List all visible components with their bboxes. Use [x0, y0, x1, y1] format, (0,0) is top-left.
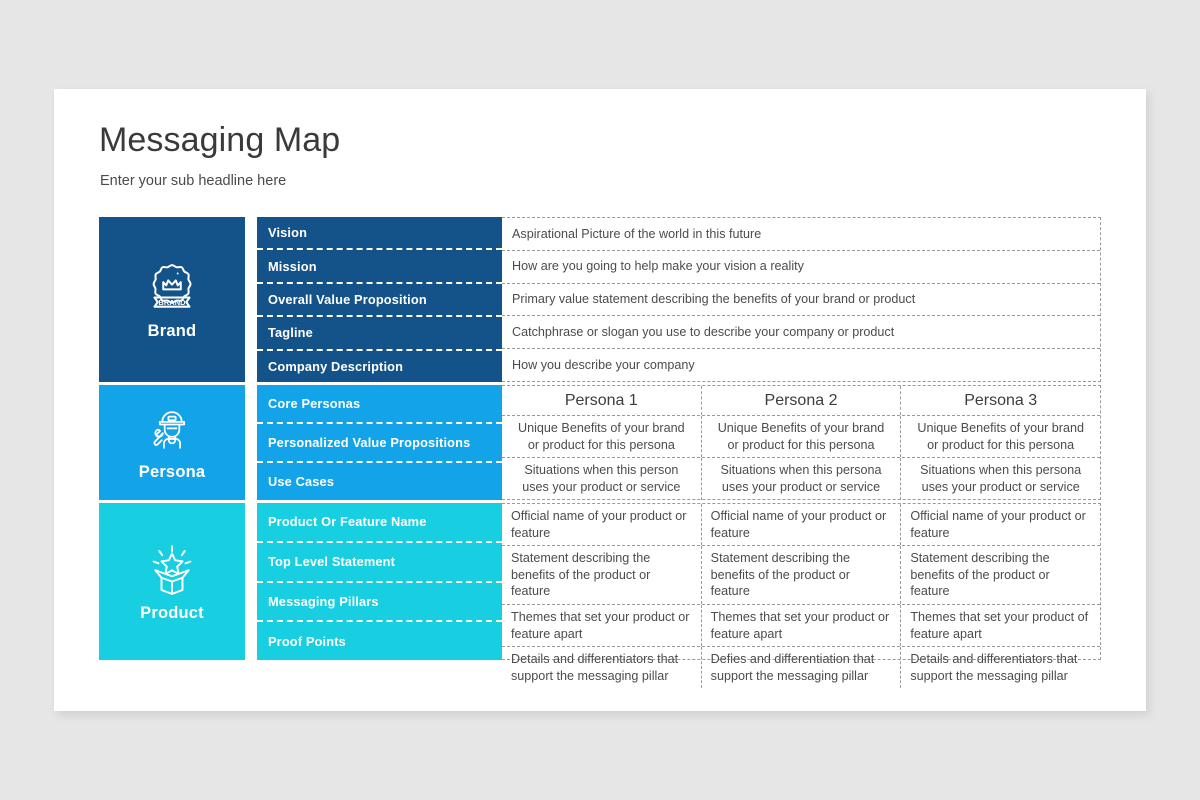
label-use-cases[interactable]: Use Cases [257, 463, 502, 500]
label-proof-points[interactable]: Proof Points [257, 622, 502, 660]
cell-pvp-persona-1[interactable]: Unique Benefits of your brand or product… [502, 416, 702, 458]
label-personalized-value-propositions[interactable]: Personalized Value Propositions [257, 424, 502, 463]
product-label-column: Product Or Feature Name Top Level Statem… [257, 503, 502, 660]
cell-top-level-statement-persona-1[interactable]: Statement describing the benefits of the… [502, 546, 702, 605]
slide-card: Messaging Map Enter your sub headline he… [54, 89, 1146, 711]
cell-messaging-pillars-persona-1[interactable]: Themes that set your product or feature … [502, 605, 702, 647]
page-title: Messaging Map [99, 121, 341, 159]
table-row: Statement describing the benefits of the… [502, 546, 1100, 606]
persona-icon-block[interactable]: Persona [99, 385, 245, 500]
cell-mission-value[interactable]: How are you going to help make your visi… [512, 259, 804, 274]
persona-content-column: Persona 1 Persona 2 Persona 3 Unique Ben… [502, 385, 1101, 500]
cell-product-name-persona-1[interactable]: Official name of your product or feature [502, 504, 702, 546]
table-row: Persona 1 Persona 2 Persona 3 [502, 386, 1100, 417]
persona-label-column: Core Personas Personalized Value Proposi… [257, 385, 502, 500]
product-icon-block[interactable]: Product [99, 503, 245, 660]
cell-persona-2-header[interactable]: Persona 2 [702, 386, 902, 416]
cell-tagline-value[interactable]: Catchphrase or slogan you use to describ… [512, 324, 895, 339]
product-content-column: Official name of your product or feature… [502, 503, 1101, 689]
label-vision[interactable]: Vision [257, 217, 502, 251]
svg-text:BRAND: BRAND [158, 297, 186, 306]
cell-use-cases-persona-3[interactable]: Situations when this persona uses your p… [920, 463, 1082, 494]
cell-messaging-pillars-persona-2[interactable]: Themes that set your product or feature … [702, 605, 902, 647]
cell-persona-1-header[interactable]: Persona 1 [502, 386, 702, 416]
table-row: How are you going to help make your visi… [502, 251, 1100, 284]
cell-top-level-statement-persona-2[interactable]: Statement describing the benefits of the… [702, 546, 902, 605]
section-brand: BRAND Brand Vision Mission Overall Value… [99, 217, 1101, 383]
cell-top-level-statement-persona-3[interactable]: Statement describing the benefits of the… [910, 551, 1050, 599]
cell-use-cases-persona-1[interactable]: Situations when this person uses your pr… [502, 458, 702, 500]
cell-use-cases-persona-2[interactable]: Situations when this persona uses your p… [702, 458, 902, 500]
cell-vision-value[interactable]: Aspirational Picture of the world in thi… [512, 226, 762, 241]
cell-company-description-value[interactable]: How you describe your company [512, 357, 695, 372]
messaging-map-table: BRAND Brand Vision Mission Overall Value… [99, 217, 1101, 689]
label-top-level-statement[interactable]: Top Level Statement [257, 542, 502, 583]
brand-content-column: Aspirational Picture of the world in thi… [502, 217, 1101, 382]
product-caption: Product [140, 603, 204, 622]
section-persona: Persona Core Personas Personalized Value… [99, 385, 1101, 500]
table-row: Unique Benefits of your brand or product… [502, 416, 1100, 459]
cell-proof-points-persona-1[interactable]: Details and differentiators that support… [502, 647, 702, 689]
cell-proof-points-persona-3[interactable]: Details and differentiators that support… [910, 652, 1078, 683]
label-messaging-pillars[interactable]: Messaging Pillars [257, 582, 502, 623]
cell-product-name-persona-3[interactable]: Official name of your product or feature [910, 509, 1086, 540]
table-row: Official name of your product or feature… [502, 504, 1100, 547]
worker-wrench-icon [146, 404, 198, 456]
open-box-star-icon [144, 541, 200, 597]
table-row: How you describe your company [502, 349, 1100, 381]
table-row: Details and differentiators that support… [502, 647, 1100, 689]
brand-badge-icon: BRAND [144, 259, 200, 315]
table-row: Themes that set your product or feature … [502, 605, 1100, 648]
label-mission[interactable]: Mission [257, 250, 502, 284]
cell-pvp-persona-3[interactable]: Unique Benefits of your brand or product… [917, 421, 1084, 452]
section-product: Product Product Or Feature Name Top Leve… [99, 503, 1101, 689]
label-company-description[interactable]: Company Description [257, 350, 502, 383]
cell-persona-3-header[interactable]: Persona 3 [964, 392, 1038, 409]
label-product-or-feature-name[interactable]: Product Or Feature Name [257, 503, 502, 543]
page-subtitle: Enter your sub headline here [100, 173, 287, 189]
cell-pvp-persona-2[interactable]: Unique Benefits of your brand or product… [702, 416, 902, 458]
cell-proof-points-persona-2[interactable]: Defies and differentiation that support … [702, 647, 902, 689]
brand-caption: Brand [147, 321, 197, 340]
label-overall-value-proposition[interactable]: Overall Value Proposition [257, 283, 502, 318]
label-core-personas[interactable]: Core Personas [257, 385, 502, 424]
cell-messaging-pillars-persona-3[interactable]: Themes that set your product of feature … [910, 610, 1089, 641]
table-row: Primary value statement describing the b… [502, 284, 1100, 317]
brand-icon-block[interactable]: BRAND Brand [99, 217, 245, 382]
table-row: Situations when this person uses your pr… [502, 458, 1100, 500]
cell-overall-value-proposition-value[interactable]: Primary value statement describing the b… [512, 292, 916, 307]
label-tagline[interactable]: Tagline [257, 317, 502, 351]
brand-label-column: Vision Mission Overall Value Proposition… [257, 217, 502, 383]
persona-caption: Persona [138, 462, 206, 481]
table-row: Aspirational Picture of the world in thi… [502, 218, 1100, 251]
cell-product-name-persona-2[interactable]: Official name of your product or feature [702, 504, 902, 546]
table-row: Catchphrase or slogan you use to describ… [502, 316, 1100, 350]
